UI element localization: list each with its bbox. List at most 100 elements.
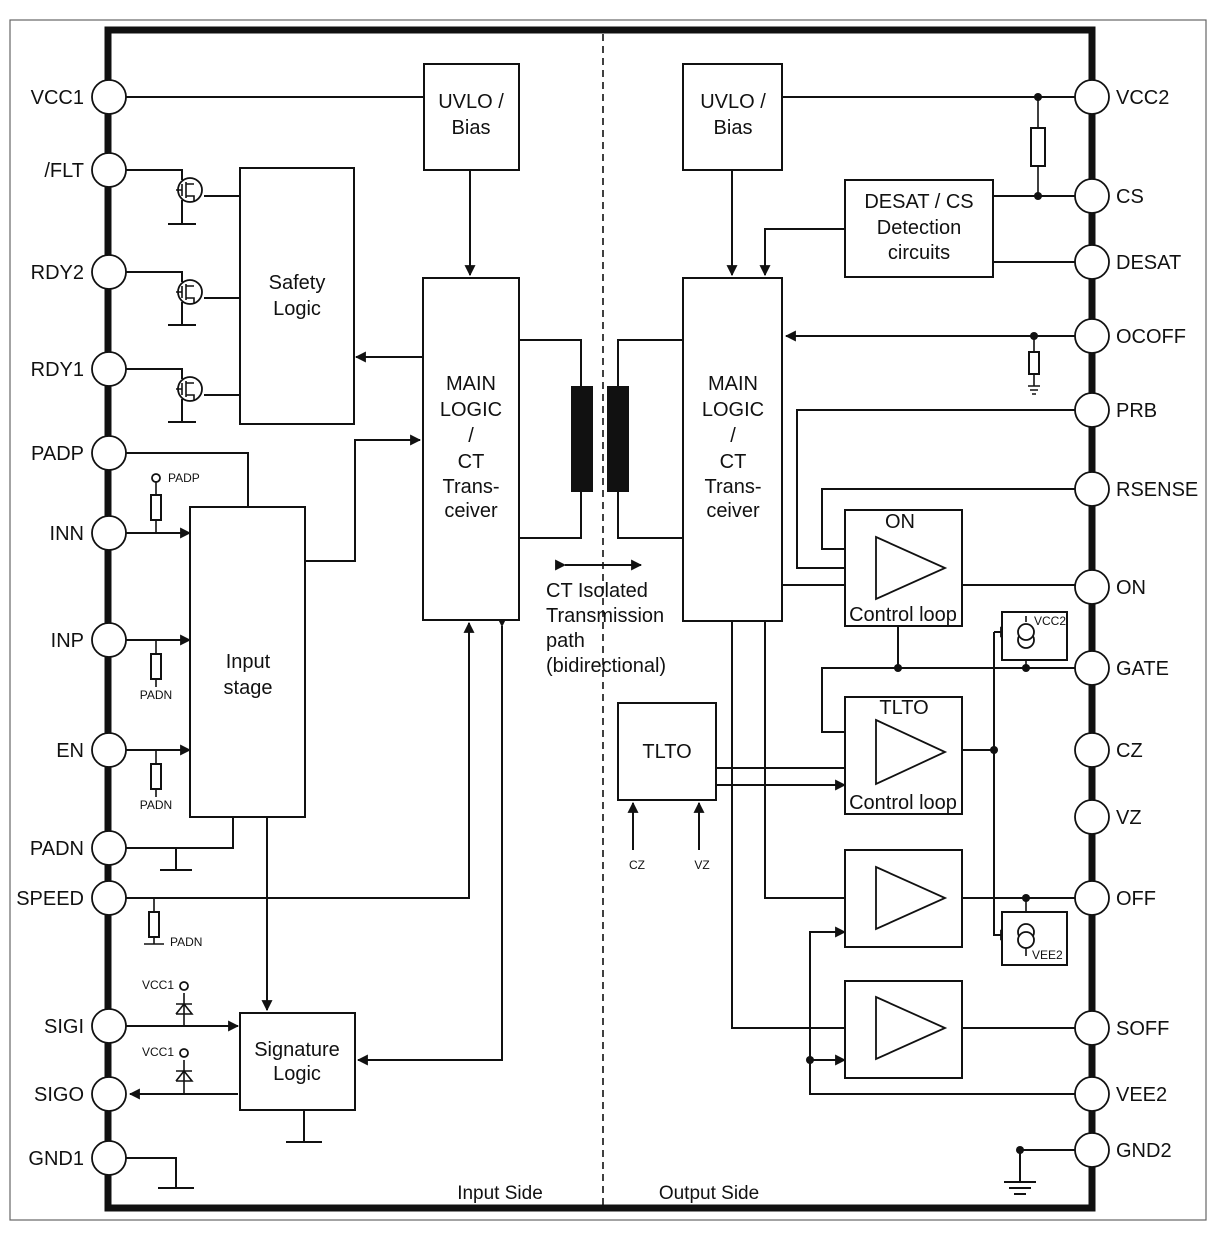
cz-small-label: CZ bbox=[629, 858, 645, 872]
signature-label-2: Logic bbox=[273, 1063, 321, 1085]
signature-label-1: Signature bbox=[254, 1039, 340, 1061]
fet-flt bbox=[176, 177, 203, 203]
input-stage-block bbox=[189, 506, 306, 818]
safety-logic-block bbox=[239, 167, 355, 425]
right-pin-group: VCC2CSDESATOCOFFPRBRSENSEONGATECZVZOFFSO… bbox=[1074, 79, 1198, 1168]
pin-sigo-circle bbox=[91, 1076, 127, 1112]
tlto-control-loop-block bbox=[844, 696, 963, 815]
pin-prb-circle bbox=[1074, 392, 1110, 428]
on-loop-sub: Control loop bbox=[849, 604, 957, 626]
pin-speed-label: SPEED bbox=[16, 888, 84, 910]
pin-en-label: EN bbox=[56, 740, 84, 762]
uvlo-output-label-1: UVLO / bbox=[700, 91, 766, 113]
pin-gnd2-circle bbox=[1074, 1132, 1110, 1168]
padn-small-label-1: PADN bbox=[140, 688, 172, 702]
ct-label-3: path bbox=[546, 630, 585, 652]
pin-soff-circle bbox=[1074, 1010, 1110, 1046]
pin-on-label: ON bbox=[1116, 577, 1146, 599]
main-out-label-6: ceiver bbox=[706, 500, 760, 522]
safety-label-1: Safety bbox=[269, 272, 326, 294]
pin-vz-label: VZ bbox=[1116, 807, 1142, 829]
outer-border bbox=[9, 19, 1207, 1221]
desat-label-3: circuits bbox=[888, 242, 950, 264]
pin-vcc1-circle bbox=[91, 79, 127, 115]
pin-off-circle bbox=[1074, 880, 1110, 916]
pin-vee2-label: VEE2 bbox=[1116, 1084, 1167, 1106]
pin-off-label: OFF bbox=[1116, 888, 1156, 910]
vee2-current-source-icon bbox=[1017, 923, 1035, 956]
pin-padn-circle bbox=[91, 830, 127, 866]
vz-small-label: VZ bbox=[694, 858, 709, 872]
pin-on-circle bbox=[1074, 569, 1110, 605]
safety-label-2: Logic bbox=[273, 298, 321, 320]
on-loop-title: ON bbox=[885, 511, 915, 533]
main-in-label-4: CT bbox=[458, 451, 485, 473]
pin-rdy2-label: RDY2 bbox=[31, 262, 84, 284]
output-side-label: Output Side bbox=[659, 1183, 759, 1204]
main-logic-output-block bbox=[682, 277, 783, 622]
uvlo-output-label-2: Bias bbox=[714, 117, 753, 139]
desat-label-1: DESAT / CS bbox=[864, 191, 973, 213]
vcc1-small-label-2: VCC1 bbox=[142, 1045, 174, 1059]
tlto-amplifier-icon bbox=[875, 718, 948, 786]
main-out-label-2: LOGIC bbox=[702, 399, 764, 421]
fet-rdy1 bbox=[176, 376, 203, 402]
pin-gnd1-label: GND1 bbox=[28, 1148, 84, 1170]
pin-padp-circle bbox=[91, 435, 127, 471]
pin-rdy2-circle bbox=[91, 254, 127, 290]
off-amplifier-icon bbox=[875, 865, 948, 931]
main-out-label-5: Trans- bbox=[704, 476, 761, 498]
tlto-label: TLTO bbox=[642, 741, 691, 763]
padn-small-label-2: PADN bbox=[140, 798, 172, 812]
pin-speed-circle bbox=[91, 880, 127, 916]
signature-logic-block bbox=[239, 1012, 356, 1111]
vcc1-small-label-1: VCC1 bbox=[142, 978, 174, 992]
tlto-loop-sub: Control loop bbox=[849, 792, 957, 814]
ct-label-2: Transmission bbox=[546, 605, 664, 627]
chip-frame bbox=[104, 26, 1096, 1212]
padn-small-label-3: PADN bbox=[170, 935, 202, 949]
ct-label-1: CT Isolated bbox=[546, 580, 648, 602]
pin-cz-label: CZ bbox=[1116, 740, 1143, 762]
pin-prb-label: PRB bbox=[1116, 400, 1157, 422]
pin-vcc2-label: VCC2 bbox=[1116, 87, 1169, 109]
pin-inn-circle bbox=[91, 515, 127, 551]
pin-soff-label: SOFF bbox=[1116, 1018, 1169, 1040]
pin-ocoff-circle bbox=[1074, 318, 1110, 354]
tlto-block bbox=[617, 702, 717, 801]
on-amplifier-icon bbox=[875, 535, 948, 601]
pin-sigi-circle bbox=[91, 1008, 127, 1044]
left-pin-group: VCC1/FLTRDY2RDY1PADPINNINPENPADNSPEEDSIG… bbox=[16, 79, 127, 1176]
main-logic-input-block bbox=[422, 277, 520, 621]
pin-gate-label: GATE bbox=[1116, 658, 1169, 680]
pin-flt-label: /FLT bbox=[44, 160, 84, 182]
input-side-label: Input Side bbox=[457, 1183, 543, 1204]
pin-sigo-label: SIGO bbox=[34, 1084, 84, 1106]
fet-rdy2 bbox=[176, 279, 203, 305]
pin-rdy1-label: RDY1 bbox=[31, 359, 84, 381]
vcc2-current-source-icon bbox=[1017, 616, 1035, 649]
main-in-label-5: Trans- bbox=[442, 476, 499, 498]
padp-small-label: PADP bbox=[168, 471, 200, 485]
pin-cz-circle bbox=[1074, 732, 1110, 768]
pin-rsense-circle bbox=[1074, 471, 1110, 507]
pin-flt-circle bbox=[91, 152, 127, 188]
ct-label-4: (bidirectional) bbox=[546, 655, 666, 677]
uvlo-bias-input-block bbox=[423, 63, 520, 171]
main-out-label-4: CT bbox=[720, 451, 747, 473]
pin-desat-circle bbox=[1074, 244, 1110, 280]
pin-en-circle bbox=[91, 732, 127, 768]
pin-gate-circle bbox=[1074, 650, 1110, 686]
main-in-label-3: / bbox=[468, 425, 474, 447]
transformer-core-right bbox=[607, 386, 629, 492]
input-side-wires bbox=[126, 96, 582, 1189]
uvlo-input-label-1: UVLO / bbox=[438, 91, 504, 113]
pin-ocoff-label: OCOFF bbox=[1116, 326, 1186, 348]
pin-sigi-label: SIGI bbox=[44, 1016, 84, 1038]
pin-vcc1-label: VCC1 bbox=[31, 87, 84, 109]
vcc2-current-source-box bbox=[1001, 611, 1068, 661]
main-in-label-1: MAIN bbox=[446, 373, 496, 395]
pin-cs-label: CS bbox=[1116, 186, 1144, 208]
uvlo-bias-output-block bbox=[682, 63, 783, 171]
